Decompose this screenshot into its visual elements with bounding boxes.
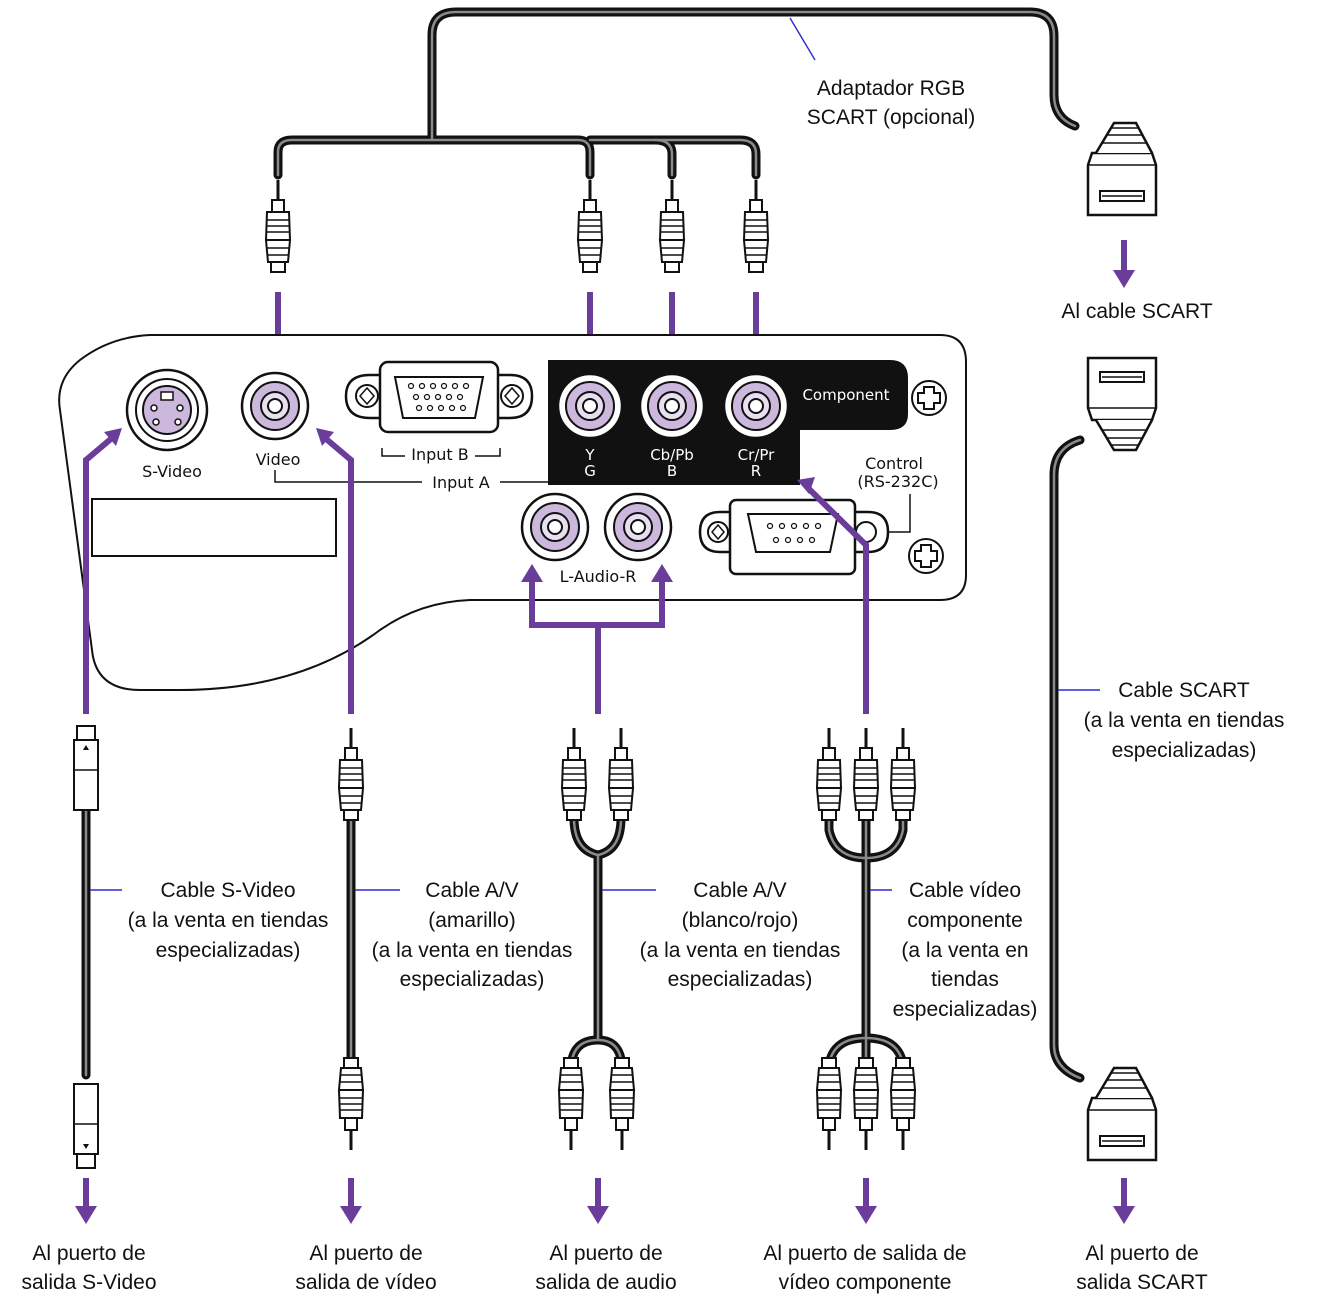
input-a-label: Input A — [432, 473, 490, 492]
y-label: Y — [584, 446, 595, 464]
screw-icon-bottom — [908, 538, 944, 574]
control-bracket — [880, 494, 911, 533]
rca-plug-cb-top — [658, 178, 686, 274]
component-cable-label-3: (a la venta en — [901, 939, 1028, 962]
adapter-label-2: SCART (opcional) — [807, 106, 975, 129]
dest-component-2: vídeo componente — [779, 1271, 952, 1294]
rca-plug-cr-top — [742, 178, 770, 274]
scart-cable-label-3: especializadas) — [1112, 739, 1257, 762]
svideo-cable-label-3: especializadas) — [156, 939, 301, 962]
g-label: G — [584, 462, 596, 480]
av-wr-label-4: especializadas) — [668, 968, 813, 991]
rs232c-port — [698, 498, 890, 576]
adapter-leader — [789, 17, 816, 61]
dest-video-1: Al puerto de — [309, 1242, 422, 1265]
component-cb-port — [638, 372, 706, 440]
adapter-label-1: Adaptador RGB — [817, 77, 965, 100]
component-cable-label-5: especializadas) — [893, 998, 1038, 1021]
cr-pr-label: Cr/Pr — [738, 446, 775, 464]
component-cable-label-4: tiendas — [931, 968, 999, 991]
dest-audio-1: Al puerto de — [549, 1242, 662, 1265]
component-cable — [815, 726, 917, 1152]
svideo-cable — [73, 725, 99, 1169]
dest-svideo-2: salida S-Video — [21, 1271, 156, 1294]
dest-scart-1: Al puerto de — [1085, 1242, 1198, 1265]
scart-cable-label-2: (a la venta en tiendas — [1084, 709, 1285, 732]
av-wr-label-3: (a la venta en tiendas — [640, 939, 841, 962]
dest-audio-2: salida de audio — [535, 1271, 676, 1294]
bottom-arrows-up — [83, 428, 869, 714]
audio-l-port — [520, 492, 590, 562]
video-port — [240, 371, 310, 441]
dest-scart-2: salida SCART — [1076, 1271, 1208, 1294]
av-yellow-label-1: Cable A/V — [425, 879, 518, 902]
component-y-port — [556, 372, 624, 440]
label-plate — [91, 498, 337, 557]
input-a-bracket — [274, 470, 550, 483]
av-yellow-label-3: (a la venta en tiendas — [372, 939, 573, 962]
cb-pb-label: Cb/Pb — [650, 446, 694, 464]
scart-cable-label-1: Cable SCART — [1118, 679, 1250, 702]
svideo-cable-label-1: Cable S-Video — [160, 879, 295, 902]
rca-plug-video-top — [264, 178, 292, 274]
svideo-port — [125, 368, 209, 452]
av-yellow-cable — [337, 726, 365, 1152]
input-b-port — [344, 360, 534, 457]
b-label: B — [667, 462, 677, 480]
rca-plug-y-top — [576, 178, 604, 274]
av-wr-label-1: Cable A/V — [693, 879, 786, 902]
component-cable-label-2: componente — [907, 909, 1023, 932]
svideo-cable-label-2: (a la venta en tiendas — [128, 909, 329, 932]
av-white-red-cable — [557, 726, 636, 1152]
audio-label: L-Audio-R — [560, 567, 637, 586]
projector-panel: S-Video Video Input B — [58, 334, 967, 691]
input-b-label: Input B — [411, 445, 469, 464]
svideo-port-label: S-Video — [142, 462, 202, 481]
dest-svideo-1: Al puerto de — [32, 1242, 145, 1265]
rgb-scart-adapter — [264, 7, 1158, 274]
bottom-arrows-down — [75, 1178, 1135, 1224]
video-port-label: Video — [256, 450, 301, 469]
component-cr-port — [722, 372, 790, 440]
av-wr-label-2: (blanco/rojo) — [682, 909, 799, 932]
r-label: R — [751, 462, 761, 480]
dest-video-2: salida de vídeo — [295, 1271, 436, 1294]
dest-component-1: Al puerto de salida de — [763, 1242, 966, 1265]
audio-r-port — [603, 492, 673, 562]
scart-plug-adapter — [1086, 121, 1158, 217]
scart-cable — [1049, 356, 1158, 1162]
av-yellow-label-4: especializadas) — [400, 968, 545, 991]
rs232c-label: (RS-232C) — [857, 472, 938, 491]
screw-icon-top — [911, 380, 947, 416]
av-yellow-label-2: (amarillo) — [428, 909, 516, 932]
to-scart-cable-label: Al cable SCART — [1061, 300, 1213, 323]
control-label: Control — [865, 454, 923, 473]
component-cable-label-1: Cable vídeo — [909, 879, 1021, 902]
component-label: Component — [802, 386, 889, 404]
